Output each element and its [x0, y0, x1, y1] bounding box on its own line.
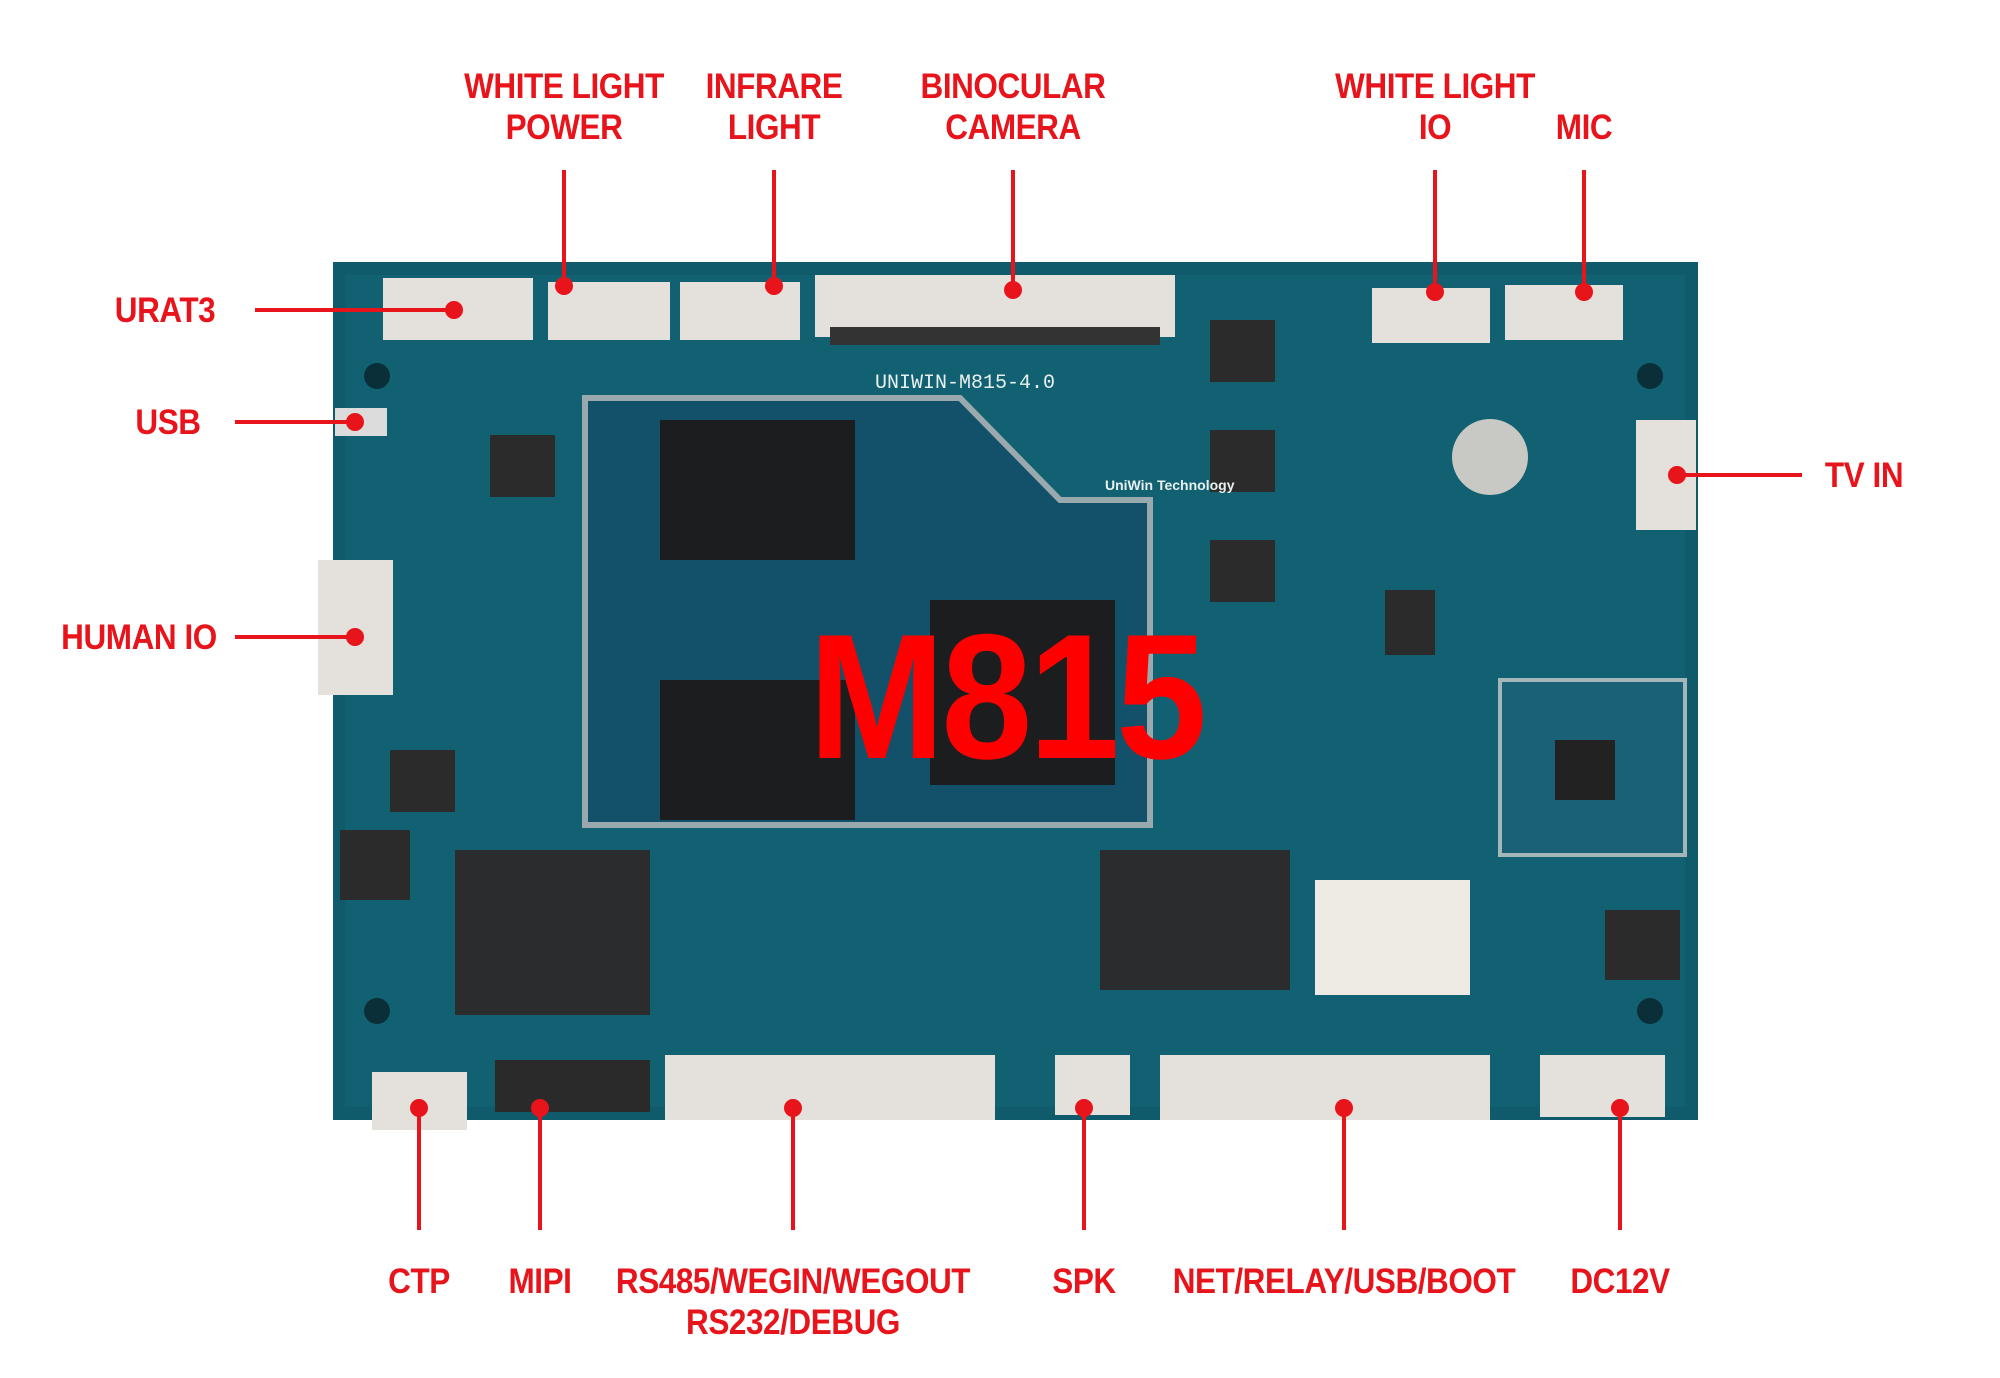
silkscreen-text: UNIWIN-M815-4.0 [875, 372, 1055, 395]
ram-chip-2 [660, 680, 855, 820]
callout-lines [235, 170, 1802, 1230]
label-human-io: HUMAN IO [61, 618, 217, 657]
label-mipi: MIPI [508, 1262, 572, 1301]
camera-fpc-connector [815, 275, 1175, 337]
brand-logo: UniWin Technology [1105, 477, 1235, 493]
emmc-chip [455, 850, 650, 1015]
label-urat3: URAT3 [114, 291, 216, 330]
board-title: M815 [808, 597, 1208, 796]
label-dc12v: DC12V [1570, 1262, 1670, 1301]
mic-connector [1505, 285, 1623, 340]
net-connector [1160, 1055, 1490, 1120]
infrare-light-connector [680, 282, 800, 340]
label-usb: USB [135, 403, 201, 442]
label-mic: MIC [1555, 108, 1613, 147]
human-io-connector [318, 560, 393, 695]
dc12v-connector [1540, 1055, 1665, 1117]
ram-chip-1 [660, 420, 855, 560]
soc-chip [930, 600, 1115, 785]
coin-battery [1452, 419, 1528, 495]
mipi-connector [495, 1060, 650, 1112]
label-net: NET/RELAY/USB/BOOT [1172, 1262, 1516, 1301]
pcb-board [318, 262, 1698, 1130]
transformer-chip [1100, 850, 1290, 990]
label-ctp: CTP [388, 1262, 450, 1301]
relay [1315, 880, 1470, 995]
label-tv-in: TV IN [1824, 456, 1904, 495]
spk-connector [1055, 1055, 1130, 1115]
label-spk: SPK [1052, 1262, 1116, 1301]
rs485-connector [665, 1055, 995, 1120]
